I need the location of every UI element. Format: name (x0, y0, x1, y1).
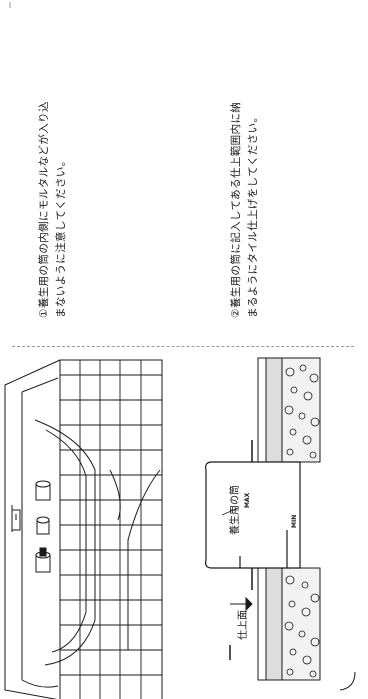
min-mark-label: MIN (291, 514, 298, 528)
section-divider (12, 346, 354, 347)
max-mark-label: MAX (244, 492, 251, 508)
tiled-bathtub-illustration (4, 359, 163, 699)
sleeve-label: 養生用の筒 (230, 485, 241, 535)
sleeve-cross-section (205, 357, 321, 681)
finish-surface-label: 仕上面 (238, 610, 249, 640)
corner-mark-icon (339, 671, 356, 691)
